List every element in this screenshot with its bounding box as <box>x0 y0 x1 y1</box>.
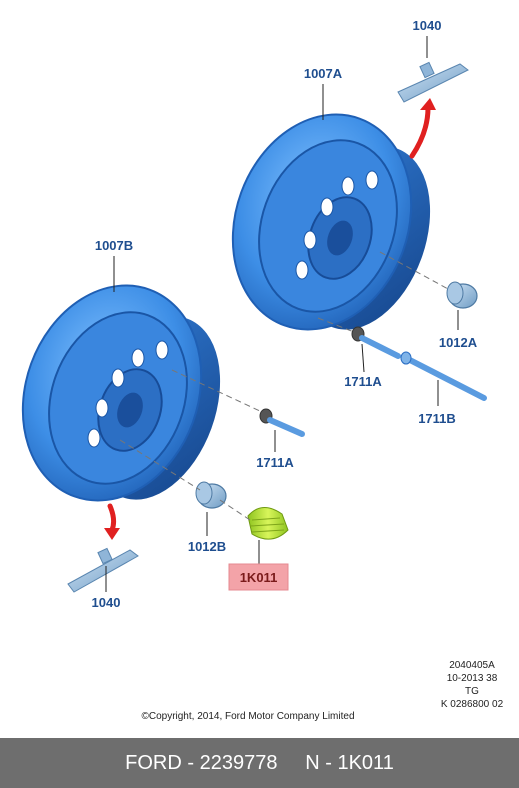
reference-number: K 0286800 02 <box>440 699 504 710</box>
wheel-upper-vent-holes <box>295 170 379 280</box>
valve-stem-upper-a <box>351 326 401 359</box>
valve-stem-lower-a <box>259 408 305 437</box>
wheel-nut-upper <box>446 281 478 309</box>
arrow-upper-icon <box>409 98 436 159</box>
highlight-callout[interactable]: 1K011 <box>228 563 289 591</box>
part-1k011[interactable] <box>247 507 289 540</box>
wheel-nut-lower <box>195 481 227 509</box>
footer-bar: FORD - 2239778 N - 1K011 <box>0 738 519 788</box>
valve-stem-upper-b <box>400 351 487 401</box>
wheel-lower <box>21 284 221 502</box>
label-nut-upper: 1012A <box>439 335 478 350</box>
footer-spacer <box>277 752 305 775</box>
label-wheel-lower: 1007B <box>95 238 133 253</box>
wheel-lower-vent-holes <box>87 340 169 448</box>
reference-initials: TG <box>465 686 479 697</box>
label-wheel-upper: 1007A <box>304 66 343 81</box>
arrow-lower-icon <box>104 503 120 540</box>
label-valve-upper-a: 1711A <box>344 374 382 389</box>
label-valve-upper-b: 1711B <box>418 411 456 426</box>
balance-weight-lower <box>67 547 139 593</box>
reference-date: 10-2013 38 <box>446 673 498 684</box>
wheel-upper <box>231 113 431 331</box>
assembly-lines <box>119 251 451 521</box>
label-nut-lower: 1012B <box>188 539 226 554</box>
label-weight-upper: 1040 <box>413 18 442 33</box>
leader-lines <box>105 36 459 592</box>
copyright-notice: ©Copyright, 2014, Ford Motor Company Lim… <box>141 711 355 722</box>
reference-code: 2040405A <box>449 660 495 671</box>
footer-catalog-ref: N - 1K011 <box>305 751 394 774</box>
label-weight-lower: 1040 <box>92 595 121 610</box>
footer-brand-part: FORD - 2239778 <box>125 751 278 774</box>
balance-weight-upper <box>397 61 469 103</box>
label-valve-lower-a: 1711A <box>256 455 294 470</box>
reference-block: 2040405A 10-2013 38 TG K 0286800 02 <box>432 659 512 711</box>
label-highlighted-part: 1K011 <box>240 570 278 585</box>
parts-diagram: 1007A 1007B 1040 1040 1012A 1012B 1711A … <box>21 18 487 610</box>
